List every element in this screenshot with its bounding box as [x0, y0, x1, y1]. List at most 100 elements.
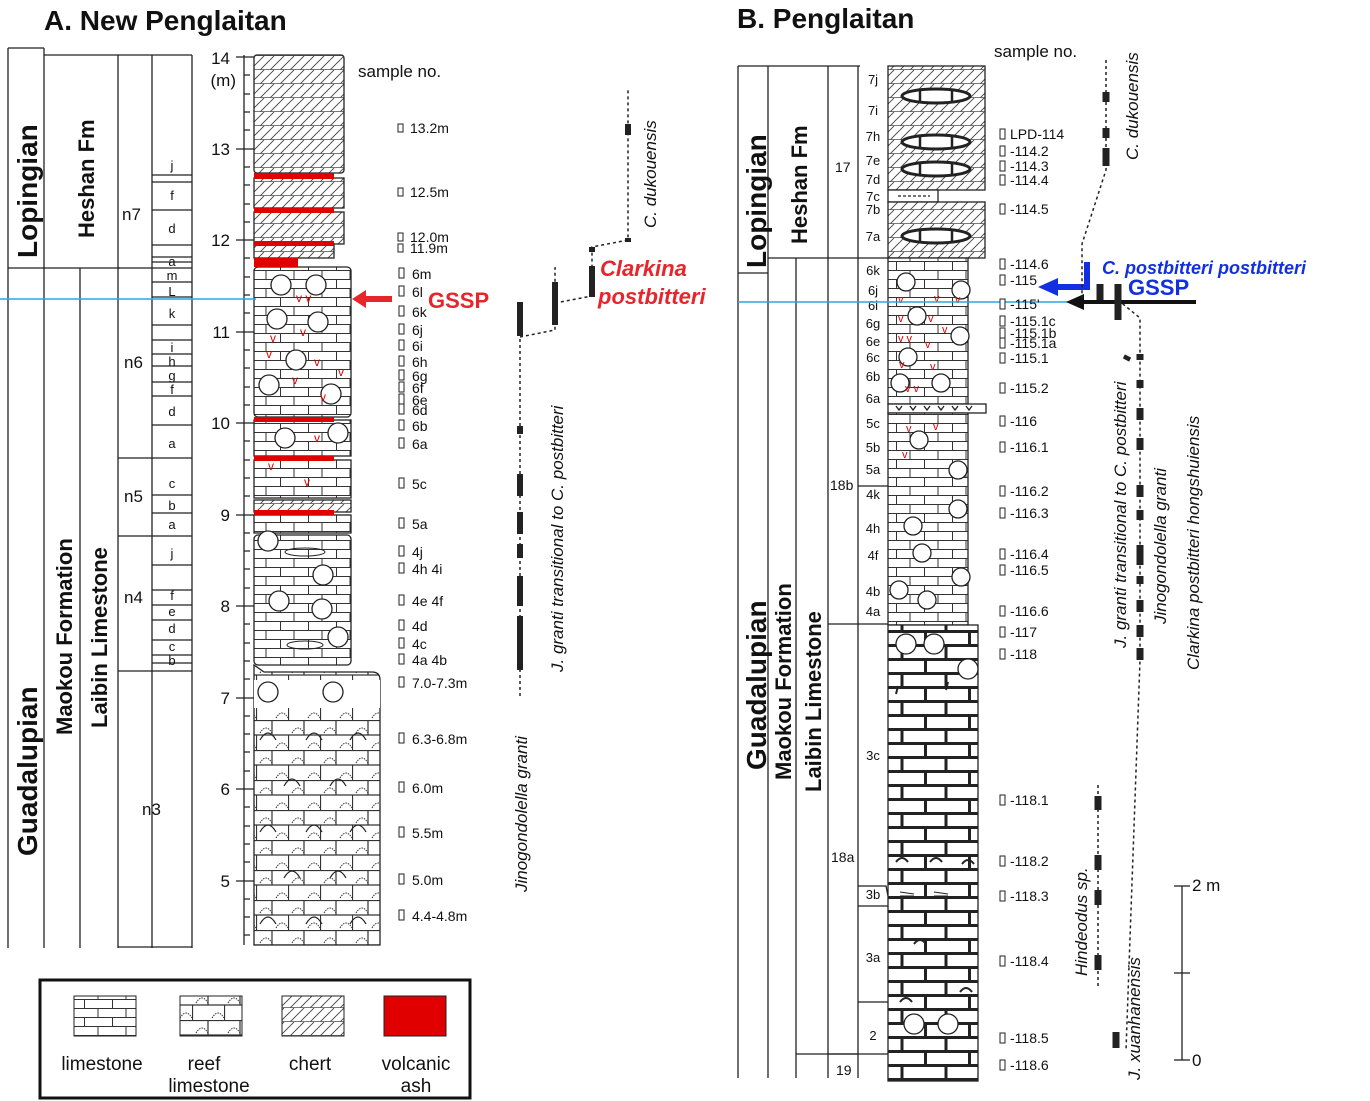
sample-entry: 6i: [398, 338, 423, 354]
panel-b-gssp-arrows: [1038, 262, 1196, 310]
sample-label: -116.1: [1010, 439, 1049, 455]
unit-label: n6: [124, 353, 143, 372]
sample-label: 6f: [412, 380, 424, 396]
sample-marker: [999, 794, 1006, 806]
sample-label: 5c: [412, 476, 427, 492]
subunit-label: 6j: [868, 283, 878, 298]
sample-label: -118.2: [1010, 853, 1049, 869]
panel-a-member: Laibin Limestone: [87, 547, 112, 728]
subunit-label: 4h: [866, 521, 880, 536]
svg-text:v v: v v: [905, 383, 920, 395]
svg-text:v: v: [925, 339, 931, 351]
sample-label: 4a 4b: [412, 652, 447, 668]
taxon-label: J. granti transitional to C. postbitteri: [548, 404, 567, 673]
scale-label-top: 2 m: [1192, 876, 1220, 895]
panel-a-crinoid-symbols: [257, 274, 349, 703]
sample-marker: [398, 562, 405, 574]
sample-entry: -115.1c: [999, 313, 1056, 329]
sample-entry: 4j: [398, 544, 423, 560]
sample-marker: [999, 128, 1006, 140]
subunit-label: k: [169, 306, 176, 321]
sample-entry: 5c: [398, 476, 427, 492]
sample-entry: -116.2: [999, 483, 1049, 499]
svg-text:v: v: [899, 359, 905, 371]
sample-label: -117: [1010, 624, 1037, 640]
panel-a-sample-header: sample no.: [358, 62, 441, 81]
sample-marker: [999, 507, 1006, 519]
sample-label: 6j: [412, 322, 423, 338]
sample-entry: -118.2: [999, 853, 1049, 869]
sample-marker: [999, 890, 1006, 902]
panel-a-units: n7 n6 n5 n4 n3: [122, 205, 161, 819]
sample-entry: 12.0m: [397, 229, 449, 245]
subunit-label: 7b: [866, 202, 880, 217]
subunit-label: d: [168, 621, 175, 636]
svg-text:v v: v v: [296, 291, 311, 305]
sample-label: 6m: [412, 266, 431, 282]
subunit-label: 6i: [868, 298, 878, 313]
svg-text:v: v: [266, 347, 272, 361]
subunit-label: 7d: [866, 172, 880, 187]
sample-marker: [999, 160, 1006, 172]
unit-label: n3: [142, 800, 161, 819]
sample-label: 6k: [412, 304, 428, 320]
svg-text:v: v: [930, 361, 936, 373]
sample-marker: [397, 232, 404, 242]
depth-label: 5: [221, 872, 230, 891]
panel-b-shell-symbols: [895, 681, 975, 1003]
sample-entry: -115.2: [999, 380, 1049, 396]
subunit-label: d: [168, 404, 175, 419]
panel-b-fm-top: Heshan Fm: [787, 125, 812, 244]
subunit-label: 7c: [866, 189, 880, 204]
subunit-label: 6c: [866, 350, 880, 365]
panel-b-scale-bar: [1174, 885, 1190, 1061]
subunit-label: 7j: [868, 72, 878, 87]
sample-marker: [398, 653, 405, 665]
sample-entry: -116.4: [999, 546, 1049, 562]
sample-label: 6h: [412, 354, 428, 370]
svg-text:v: v: [898, 313, 904, 325]
sample-marker: [999, 648, 1006, 660]
sample-marker: [398, 619, 405, 631]
sample-entry: 5.0m: [398, 872, 443, 888]
panel-a-fm-top: Heshan Fm: [74, 119, 99, 238]
sample-marker: [398, 781, 405, 793]
depth-label: 9: [221, 506, 230, 525]
sample-label: 6b: [412, 418, 428, 434]
sample-marker: [999, 352, 1006, 364]
taxon-label: Jinogondolella granti: [1151, 467, 1170, 625]
subunit-label: a: [168, 254, 176, 269]
legend: limestone reef limestone chert volcanic …: [38, 978, 472, 1100]
depth-label: 14: [211, 49, 230, 68]
taxon-label: Jinogondolella granti: [512, 735, 531, 893]
sample-entry: -114.6: [999, 256, 1049, 272]
sample-marker: [398, 393, 405, 405]
sample-marker: [999, 1059, 1006, 1071]
panel-a-chert-nodules: [284, 547, 326, 650]
sample-marker: [999, 315, 1006, 327]
unit-label: n5: [124, 487, 143, 506]
sample-label: -118: [1010, 646, 1037, 662]
svg-text:v: v: [314, 431, 320, 445]
sample-entry: 6j: [398, 322, 423, 338]
legend-label: ash: [401, 1076, 432, 1097]
sample-entry: -118.3: [999, 888, 1049, 904]
panel-a-reef-blocks: [259, 732, 367, 925]
sample-label: 4j: [412, 544, 423, 560]
sample-entry: 11.9m: [397, 240, 448, 256]
sample-marker: [398, 285, 405, 297]
panel-b-conodont-ranges: [1081, 60, 1144, 1051]
sample-marker: [398, 305, 405, 317]
subunit-label: g: [168, 368, 175, 383]
svg-text:v: v: [906, 423, 912, 435]
sample-label: -115.1c: [1010, 313, 1056, 329]
subunit-label: 5a: [866, 462, 881, 477]
panel-b-samples: LPD-114-114.2-114.3-114.4-114.5-114.6-11…: [999, 126, 1064, 1073]
subunit-label: b: [168, 653, 175, 668]
sample-label: 12.5m: [410, 184, 449, 200]
sample-marker: [397, 187, 404, 197]
svg-text:v: v: [898, 294, 904, 306]
legend-label: reef: [188, 1054, 221, 1075]
depth-label: 8: [221, 597, 230, 616]
